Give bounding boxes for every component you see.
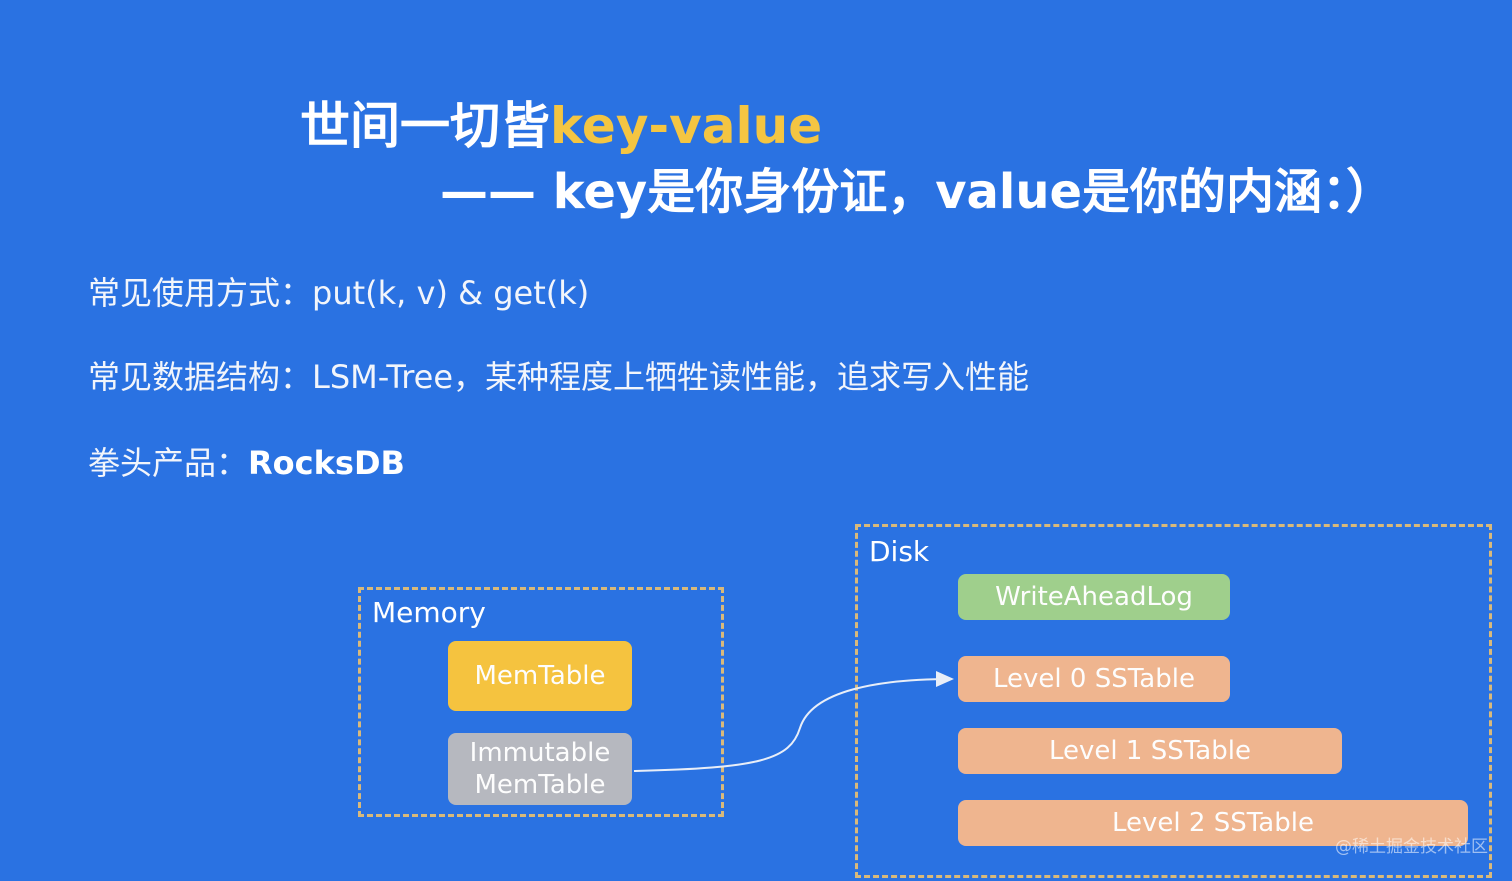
level0-node: Level 0 SSTable bbox=[958, 656, 1230, 702]
watermark: @稀土掘金技术社区 bbox=[1335, 837, 1488, 857]
bullet-product-value: RocksDB bbox=[248, 444, 405, 482]
immutable-memtable-node: Immutable MemTable bbox=[448, 733, 632, 805]
wal-label: WriteAheadLog bbox=[995, 582, 1193, 612]
title-accent: key-value bbox=[550, 97, 823, 155]
disk-label: Disk bbox=[869, 535, 930, 568]
memory-label: Memory bbox=[372, 596, 486, 629]
level1-label: Level 1 SSTable bbox=[1049, 736, 1251, 766]
bullet-structure-label: 常见数据结构： bbox=[88, 358, 313, 396]
title-line2: —— key是你身份证，value是你的内涵：） bbox=[440, 164, 1395, 220]
level2-node: Level 2 SSTable bbox=[958, 800, 1468, 846]
wal-node: WriteAheadLog bbox=[958, 574, 1230, 620]
bullet-product-label: 拳头产品： bbox=[88, 444, 249, 482]
immutable-label-line1: Immutable bbox=[469, 738, 611, 768]
title-prefix: 世间一切皆 bbox=[300, 97, 550, 155]
bullet-usage: 常见使用方式：put(k, v) & get(k) bbox=[88, 268, 589, 314]
immutable-label-line2: MemTable bbox=[474, 770, 606, 800]
bullet-structure-value: LSM-Tree，某种程度上牺牲读性能，追求写入性能 bbox=[312, 358, 1030, 396]
memtable-node: MemTable bbox=[448, 641, 632, 711]
memtable-label: MemTable bbox=[474, 661, 606, 691]
title-line1: 世间一切皆key-value bbox=[300, 86, 822, 158]
bullet-usage-value: put(k, v) & get(k) bbox=[312, 274, 590, 312]
level2-label: Level 2 SSTable bbox=[1112, 808, 1314, 838]
level1-node: Level 1 SSTable bbox=[958, 728, 1342, 774]
level0-label: Level 0 SSTable bbox=[993, 664, 1195, 694]
bullet-structure: 常见数据结构：LSM-Tree，某种程度上牺牲读性能，追求写入性能 bbox=[88, 352, 1029, 398]
bullet-product: 拳头产品：RocksDB bbox=[88, 438, 405, 484]
bullet-usage-label: 常见使用方式： bbox=[88, 274, 313, 312]
